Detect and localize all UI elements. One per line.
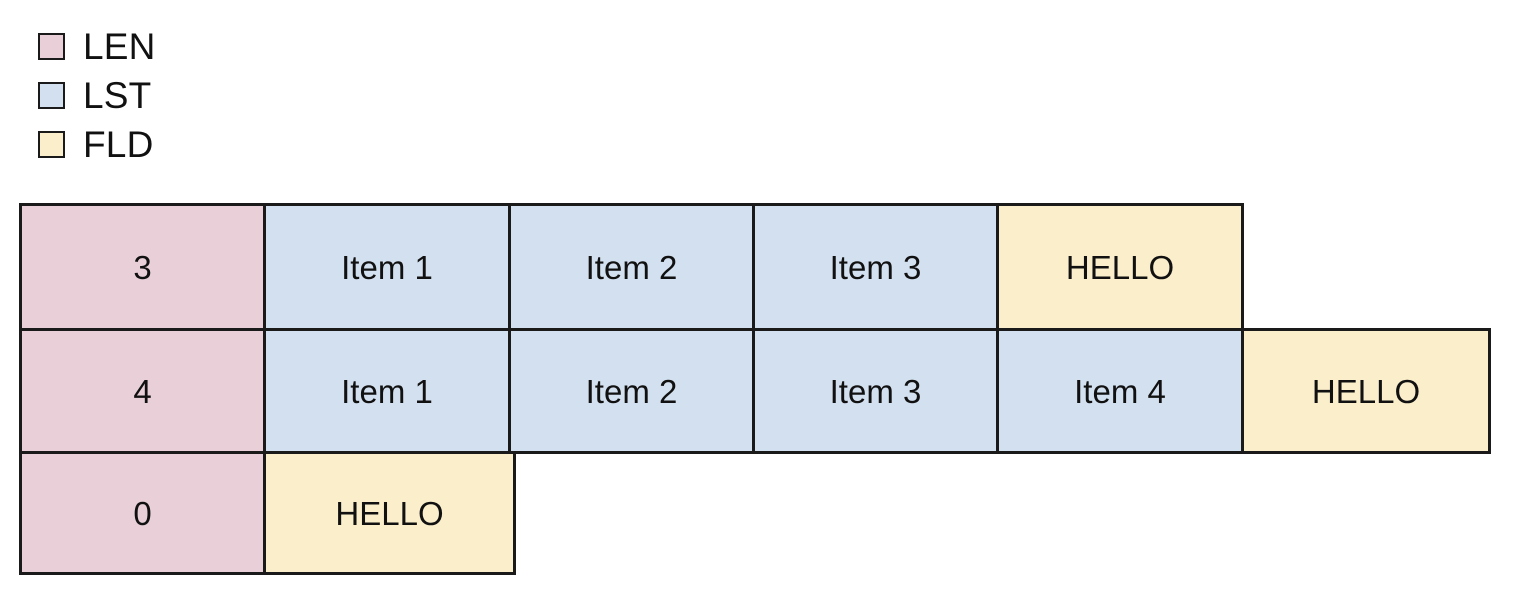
legend-swatch-fld-icon — [38, 131, 65, 158]
legend-item-lst: LST — [38, 71, 156, 120]
legend-item-label: FLD — [83, 124, 154, 165]
table-cell-fld: HELLO — [263, 451, 516, 575]
table-cell-lst: Item 2 — [508, 328, 755, 454]
table-cell-fld: HELLO — [1241, 328, 1491, 454]
table-cell-lst: Item 1 — [263, 328, 511, 454]
table-cell-len: 3 — [19, 203, 266, 331]
legend-item-fld: FLD — [38, 120, 156, 169]
table-cell-lst: Item 3 — [752, 203, 999, 331]
legend-swatch-lst-icon — [38, 82, 65, 109]
table-cell-len: 4 — [19, 328, 266, 454]
legend-swatch-len-icon — [38, 33, 65, 60]
legend-item-label: LST — [83, 75, 152, 116]
table-cell-fld: HELLO — [996, 203, 1244, 331]
legend-item-len: LEN — [38, 22, 156, 71]
table-cell-lst: Item 2 — [508, 203, 755, 331]
table-cell-lst: Item 3 — [752, 328, 999, 454]
table-cell-len: 0 — [19, 451, 266, 575]
legend: LEN LST FLD — [38, 22, 156, 169]
table-cell-lst: Item 1 — [263, 203, 511, 331]
legend-item-label: LEN — [83, 26, 156, 67]
table-cell-lst: Item 4 — [996, 328, 1244, 454]
